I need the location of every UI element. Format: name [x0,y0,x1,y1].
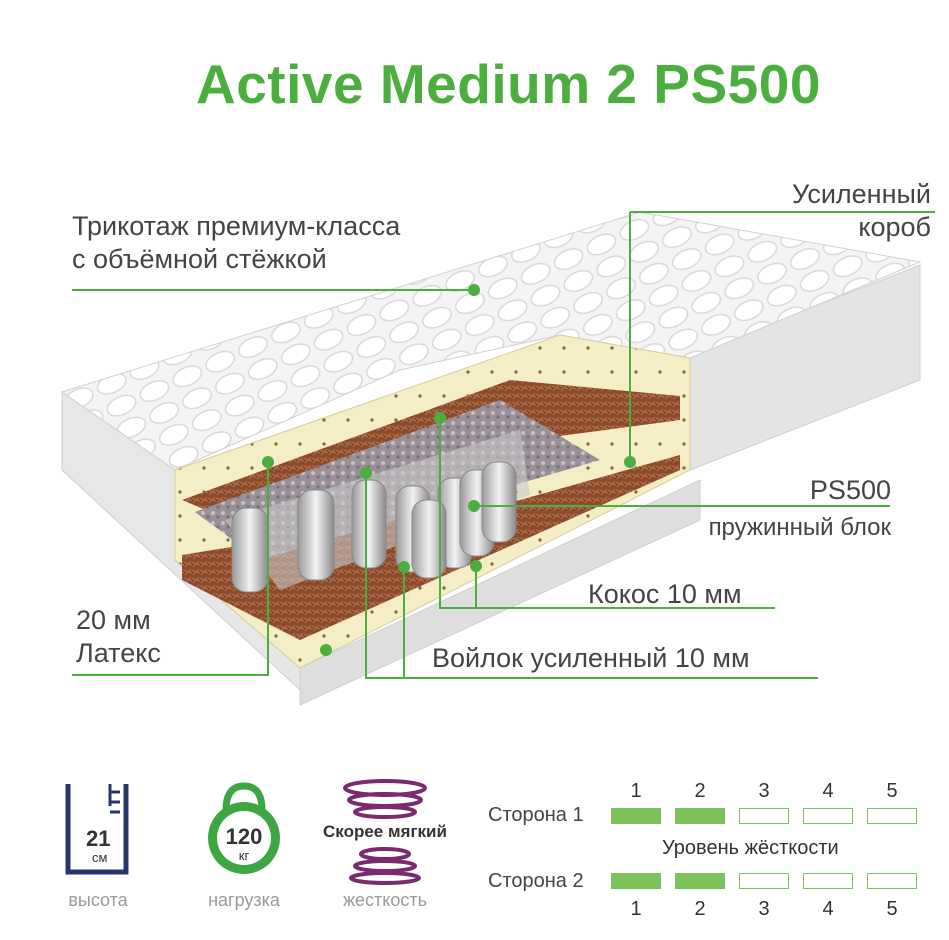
level-number: 5 [886,780,898,802]
latex-callout: 20 мм Латекс [76,604,161,670]
load-spec: 120 кг нагрузка [198,780,290,910]
knit-line-1: Трикотаж премиум-класса [72,211,401,241]
firmness-value: Скорее мягкий [323,822,447,841]
side2-cell [739,873,789,889]
side1-cell [867,808,917,824]
block-callout-sub: пружинный блок [708,514,891,541]
firmness-caption: Уровень жёсткости [662,837,839,859]
spring-icon [343,779,427,819]
side1-cell [739,808,789,824]
felt-callout: Войлок усиленный 10 мм [432,643,750,673]
product-title: Active Medium 2 PS500 [196,53,821,115]
block-callout-title: PS500 [809,475,891,505]
ruler-height-icon [65,784,129,875]
level-number: 5 [886,898,898,920]
firmness-scale: 1 2 3 4 5 Сторона 1 Уровень жёсткости Ст… [486,780,926,920]
spring-block [231,461,517,593]
side2-cell [867,873,917,889]
scale-numbers-top: 1 2 3 4 5 [610,780,918,803]
side2-cell [803,873,853,889]
load-value: 120 [225,824,263,849]
height-unit: см [92,850,108,865]
firmness-spec: Скорее мягкий жесткость [300,778,470,910]
level-number: 3 [758,898,770,920]
firmness-label: жесткость [342,890,427,910]
level-number: 4 [822,780,834,802]
scale-numbers-bottom: 1 2 3 4 5 [610,898,918,921]
load-unit: кг [238,848,250,863]
frame-callout: Усиленный короб [792,178,931,244]
level-number: 2 [694,780,706,802]
frame-line-2: короб [858,212,931,242]
knit-callout: Трикотаж премиум-класса с объёмной стёжк… [72,210,400,276]
height-value: 21 [86,826,111,851]
latex-line-2: Латекс [76,638,161,668]
side1-cell [675,808,725,824]
side2-cell [675,873,725,889]
spring-icon-lower [349,847,421,885]
level-number: 3 [758,780,770,802]
side1-cells [611,808,917,824]
side1-label: Сторона 1 [488,804,584,826]
side2-cell [611,873,661,889]
kettlebell-icon [208,782,280,874]
level-number: 4 [822,898,834,920]
level-number: 1 [630,898,642,920]
side2-label: Сторона 2 [488,870,584,892]
height-spec: 21 см высота [60,780,136,910]
side1-cell [611,808,661,824]
side1-cell [803,808,853,824]
level-number: 2 [694,898,706,920]
load-label: нагрузка [208,890,280,910]
frame-line-1: Усиленный [791,179,931,209]
level-number: 1 [630,780,642,802]
knit-line-2: с объёмной стёжкой [72,244,327,274]
latex-line-1: 20 мм [76,605,151,635]
coconut-callout: Кокос 10 мм [588,579,742,609]
side2-cells [611,873,917,889]
height-label: высота [68,890,128,910]
